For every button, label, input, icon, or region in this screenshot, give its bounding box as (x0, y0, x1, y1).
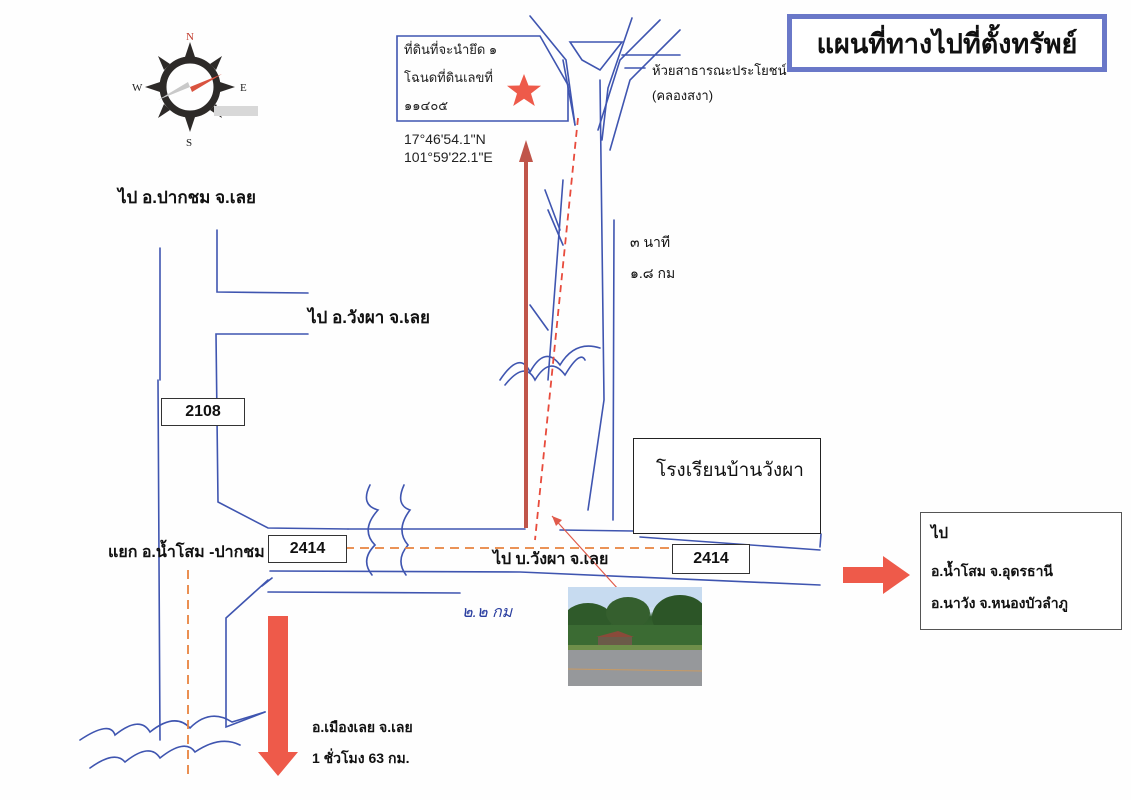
road-2414-east-edge (639, 536, 821, 551)
longitude: 101°59'22.1"E (404, 149, 493, 165)
school-name: โรงเรียนบ้านวังผา (656, 460, 804, 481)
plot-line-2: โฉนดที่ดินเลขที่ (404, 70, 493, 85)
road-number-2414-right: 2414 (672, 544, 750, 574)
break-mark-3 (365, 484, 380, 576)
road-left-outer (157, 247, 161, 741)
latitude: 17°46'54.1"N (404, 131, 486, 147)
photo-pointer-head (552, 516, 562, 526)
route-dashed-red (534, 117, 579, 541)
label-to-pakchom: ไป อ.ปากชม จ.เลย (118, 188, 256, 207)
canal-line-4 (609, 29, 681, 151)
canal-line-1 (529, 15, 576, 126)
plot-outline (396, 35, 569, 122)
compass-n: N (186, 31, 194, 43)
dest-south-line2: 1 ชั่วโมง 63 กม. (312, 750, 410, 766)
map-title-box: แผนที่ทางไปที่ตั้งทรัพย์ (787, 14, 1107, 72)
road-number-2414-left: 2414 (268, 535, 347, 563)
compass-s: S (186, 137, 192, 149)
canal-alias: (คลองสงา) (652, 88, 714, 103)
map-title: แผนที่ทางไปที่ตั้งทรัพย์ (816, 28, 1078, 59)
travel-time: ๓ นาที (630, 234, 671, 250)
break-mark-4 (399, 484, 412, 576)
arrow-right-icon (843, 556, 910, 594)
dest-east-line1: อ.น้ำโสม จ.อุดรธานี (931, 563, 1054, 579)
road-2414-top-right (559, 529, 822, 548)
canal-name: ห้วยสาธารณะประโยชน์ (652, 63, 787, 78)
canal-line-2 (601, 17, 633, 141)
school-landmark-box: โรงเรียนบ้านวังผา (633, 438, 821, 534)
destination-east-box: ไป อ.น้ำโสม จ.อุดรธานี อ.นาวัง จ.หนองบัว… (920, 512, 1122, 630)
site-photo (568, 587, 702, 686)
road-number-2108: 2108 (161, 398, 245, 426)
break-mark-2 (504, 356, 586, 386)
compass-w: W (132, 82, 143, 94)
road-2108-inner-bottom (215, 333, 349, 530)
travel-distance: ๑.๘ กม (630, 265, 676, 281)
compass-rose-icon: N S W E (130, 30, 260, 150)
plot-coordinates: 17°46'54.1"N 101°59'22.1"E (404, 130, 493, 166)
branch-lines (529, 189, 564, 331)
road-canal-right (612, 219, 615, 521)
handwritten-distance: ๒.๒ กม (462, 604, 513, 621)
break-mark-6 (89, 740, 241, 769)
canal-bridge (568, 41, 624, 72)
break-mark-1 (499, 345, 601, 381)
plot-line-3: ๑๑๔๐๕ (404, 98, 449, 113)
photo-pointer-line (551, 515, 629, 601)
plot-info-box: ที่ดินที่จะนำยึด ๑ โฉนดที่ดินเลขที่ ๑๑๔๐… (396, 33, 568, 121)
canal-side (621, 54, 681, 69)
road-plot-right (587, 79, 605, 511)
road-2414-bottom-edge (269, 570, 821, 586)
dest-south-line1: อ.เมืองเลย จ.เลย (312, 719, 413, 735)
dest-east-line2: อ.นาวัง จ.หนองบัวลำภู (931, 595, 1068, 611)
label-to-wangpha: ไป อ.วังผา จ.เลย (308, 308, 430, 327)
canal-line-3 (597, 19, 661, 131)
route-arrowhead (519, 140, 533, 162)
road-sub-bottom (267, 591, 461, 594)
road-2108-inner-top (216, 229, 309, 294)
label-to-ban-wangpha: ไป บ.วังผา จ.เลย (493, 551, 609, 568)
road-lower-left-edge (261, 577, 273, 587)
arrow-down-icon (258, 616, 298, 776)
label-junction: แยก อ.น้ำโสม -ปากชม (108, 544, 265, 561)
plot-line-1: ที่ดินที่จะนำยึด ๑ (404, 42, 498, 57)
compass-e: E (240, 82, 247, 94)
road-lower-left (225, 579, 269, 729)
dest-east-heading: ไป (931, 525, 949, 542)
break-mark-5 (79, 711, 266, 741)
star-icon (507, 74, 541, 106)
